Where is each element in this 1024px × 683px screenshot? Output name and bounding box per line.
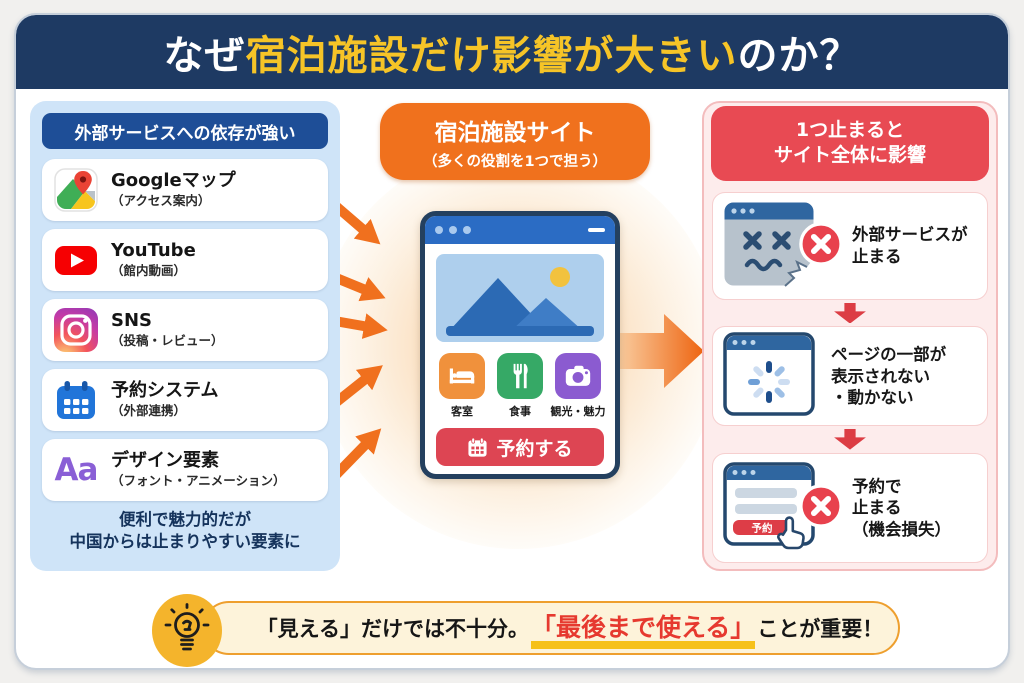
crashed-window-icon [723,201,815,291]
service-name: YouTube [111,240,196,262]
service-desc: （外部連携） [111,403,187,419]
youtube-icon [54,238,98,282]
window-dot-icon [449,226,457,234]
external-services-header: 外部サービスへの依存が強い [42,113,328,149]
google-maps-icon [54,168,98,212]
conclusion-text-after: ことが重要！ [757,617,884,641]
external-services-panel: 外部サービスへの依存が強い Googleマップ （アクセス案内） [30,101,340,571]
service-item-booking: 予約システム （外部連携） [42,369,328,431]
service-desc: （館内動画） [111,263,187,279]
service-item-design: Aa デザイン要素 （フォント・アニメーション） [42,439,328,501]
reserve-button[interactable]: 予約する [436,428,604,466]
service-item-sns: SNS （投稿・レビュー） [42,299,328,361]
bed-icon [439,353,485,399]
impact-item-service-down: 外部サービスが 止まる [712,191,988,300]
window-dot-icon [435,226,443,234]
impact-item-booking-fails: 予約 予約で 止まる （機会損失） [712,453,988,563]
tile-rooms: 客室 [436,353,488,419]
site-badge-subtitle: （多くの役割を1つで担う） [422,153,608,170]
site-badge: 宿泊施設サイト （多くの役割を1つで担う） [380,103,650,180]
lightbulb-badge [152,594,222,667]
service-desc: （投稿・レビュー） [111,333,224,349]
booking-form-icon: 予約 [723,462,815,554]
impact-arrow-icon [618,314,704,388]
diagram-canvas: 外部サービスへの依存が強い Googleマップ （アクセス案内） [16,89,1008,668]
service-name: SNS [111,310,152,332]
impact-header: 1つ止まると サイト全体に影響 [711,106,989,181]
site-mockup: 客室 食事 [420,211,620,479]
calendar-button-icon [468,437,488,457]
down-arrow-icon [834,429,866,450]
hand-cursor-icon [777,516,805,550]
service-name: Googleマップ [111,170,236,192]
down-arrow-icon [834,302,866,324]
mini-reserve-button[interactable]: 予約 [752,522,773,535]
error-x-icon [799,484,843,532]
error-x-icon [799,222,843,270]
camera-icon [555,353,601,399]
loading-window-icon [723,332,815,420]
impact-item-partial-load: ページの一部が 表示されない ・動かない [712,326,988,427]
title-suffix: のか？ [737,33,861,79]
calendar-icon [54,378,98,422]
dependency-note: 便利で魅力的だが 中国からは止まりやすい要素に [69,510,301,551]
service-desc: （フォント・アニメーション） [111,473,286,489]
service-item-google-maps: Googleマップ （アクセス案内） [42,159,328,221]
browser-titlebar [425,216,615,244]
tile-meals: 食事 [494,353,546,419]
feature-tiles: 客室 食事 [436,353,606,419]
site-badge-title: 宿泊施設サイト [434,119,596,146]
service-name: 予約システム [111,380,219,402]
conclusion-text-before: 「見える」だけでは不十分。 [256,617,530,641]
window-dot-icon [463,226,471,234]
lightbulb-icon [164,602,210,650]
conclusion-text-highlight: 「最後まで使える」 [531,607,756,649]
service-name: デザイン要素 [111,450,219,472]
instagram-icon [54,308,98,352]
minimize-icon [588,228,605,232]
reserve-button-label: 予約する [496,437,573,460]
impact-panel: 1つ止まると サイト全体に影響 [702,101,998,571]
service-item-youtube: YouTube （館内動画） [42,229,328,291]
infographic-card: なぜ宿泊施設だけ影響が大きいのか？ 外部サービスへの依存が強い [14,13,1010,670]
tile-sightseeing: 観光・魅力 [551,353,606,419]
page-title: なぜ宿泊施設だけ影響が大きいのか？ [16,15,1008,89]
utensils-icon [497,353,543,399]
typography-icon: Aa [54,452,99,488]
service-desc: （アクセス案内） [111,193,211,209]
title-highlight: 宿泊施設だけ影響が大きい [245,33,738,79]
hero-image [436,254,604,342]
conclusion-banner: 「見える」だけでは不十分。「最後まで使える」ことが重要！ [202,601,900,655]
title-prefix: なぜ [163,33,246,79]
